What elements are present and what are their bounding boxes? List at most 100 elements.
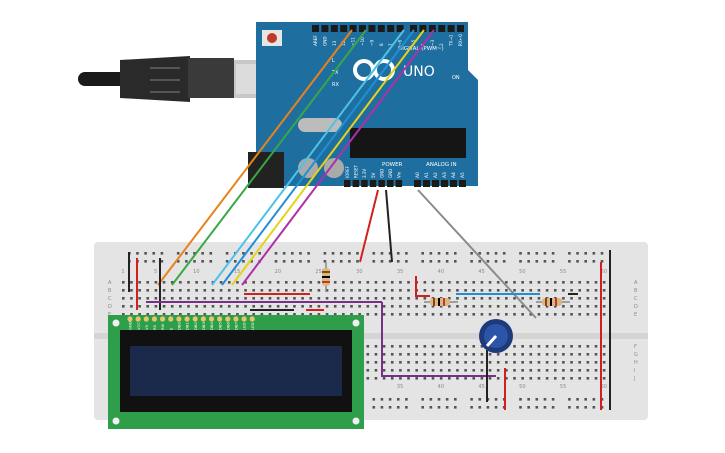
breadboard-hole[interactable] <box>553 289 557 292</box>
lcd-pin[interactable] <box>127 316 133 322</box>
breadboard-hole[interactable] <box>423 305 427 308</box>
breadboard-hole[interactable] <box>521 297 524 300</box>
breadboard-hole[interactable] <box>382 353 386 356</box>
breadboard-hole[interactable] <box>317 313 321 316</box>
rail-hole[interactable] <box>388 406 392 409</box>
rail-hole[interactable] <box>535 406 539 409</box>
breadboard-hole[interactable] <box>448 297 451 300</box>
rail-hole[interactable] <box>584 260 587 263</box>
rail-hole[interactable] <box>372 252 376 255</box>
breadboard-hole[interactable] <box>513 345 516 348</box>
breadboard-hole[interactable] <box>423 281 427 284</box>
rail-hole[interactable] <box>494 398 498 401</box>
breadboard-hole[interactable] <box>521 361 524 364</box>
breadboard-hole[interactable] <box>236 297 239 300</box>
breadboard-hole[interactable] <box>154 305 158 308</box>
breadboard-hole[interactable] <box>562 305 565 308</box>
breadboard-hole[interactable] <box>488 369 492 372</box>
breadboard-hole[interactable] <box>562 313 565 316</box>
breadboard-hole[interactable] <box>513 369 516 372</box>
breadboard-hole[interactable] <box>537 305 541 308</box>
breadboard-hole[interactable] <box>244 289 247 292</box>
breadboard-hole[interactable] <box>562 377 565 380</box>
rail-hole[interactable] <box>437 260 441 263</box>
rail-hole[interactable] <box>551 398 555 401</box>
rail-hole[interactable] <box>454 260 457 263</box>
breadboard-hole[interactable] <box>594 361 598 364</box>
breadboard-hole[interactable] <box>407 369 410 372</box>
rail-hole[interactable] <box>535 398 539 401</box>
breadboard-hole[interactable] <box>317 305 321 308</box>
rail-hole[interactable] <box>274 252 278 255</box>
breadboard-hole[interactable] <box>358 313 361 316</box>
breadboard-hole[interactable] <box>586 353 590 356</box>
breadboard-hole[interactable] <box>529 313 533 316</box>
breadboard-hole[interactable] <box>390 297 394 300</box>
breadboard-hole[interactable] <box>358 281 361 284</box>
breadboard-hole[interactable] <box>545 313 549 316</box>
breadboard-hole[interactable] <box>130 289 133 292</box>
breadboard-hole[interactable] <box>496 305 500 308</box>
breadboard-hole[interactable] <box>195 297 198 300</box>
breadboard-hole[interactable] <box>513 289 516 292</box>
breadboard-hole[interactable] <box>382 289 386 292</box>
rail-hole[interactable] <box>185 260 188 263</box>
breadboard-hole[interactable] <box>513 377 516 380</box>
rail-hole[interactable] <box>429 398 433 401</box>
breadboard-hole[interactable] <box>227 313 231 316</box>
breadboard-hole[interactable] <box>553 353 557 356</box>
breadboard-hole[interactable] <box>366 313 370 316</box>
rail-hole[interactable] <box>535 252 539 255</box>
breadboard-hole[interactable] <box>203 297 207 300</box>
analog-pin[interactable] <box>432 180 439 187</box>
breadboard-hole[interactable] <box>456 281 459 284</box>
rail-hole[interactable] <box>576 406 579 409</box>
breadboard-hole[interactable] <box>122 313 125 316</box>
breadboard-hole[interactable] <box>130 305 133 308</box>
breadboard-hole[interactable] <box>505 305 508 308</box>
breadboard-hole[interactable] <box>529 361 533 364</box>
rail-hole[interactable] <box>421 252 424 255</box>
breadboard-hole[interactable] <box>399 289 402 292</box>
breadboard-hole[interactable] <box>366 369 370 372</box>
breadboard-hole[interactable] <box>529 345 533 348</box>
breadboard-hole[interactable] <box>513 305 516 308</box>
rail-hole[interactable] <box>478 260 482 263</box>
breadboard-hole[interactable] <box>423 369 427 372</box>
breadboard-hole[interactable] <box>350 297 353 300</box>
breadboard-hole[interactable] <box>276 305 280 308</box>
breadboard-hole[interactable] <box>431 289 435 292</box>
breadboard-hole[interactable] <box>219 281 223 284</box>
breadboard-hole[interactable] <box>260 297 264 300</box>
breadboard-hole[interactable] <box>472 281 476 284</box>
breadboard-hole[interactable] <box>382 305 386 308</box>
rail-hole[interactable] <box>209 252 213 255</box>
breadboard-hole[interactable] <box>285 281 288 284</box>
breadboard-hole[interactable] <box>301 305 304 308</box>
breadboard-hole[interactable] <box>545 281 549 284</box>
breadboard-hole[interactable] <box>439 345 443 348</box>
breadboard-hole[interactable] <box>162 289 166 292</box>
breadboard-hole[interactable] <box>350 313 353 316</box>
rail-hole[interactable] <box>380 252 384 255</box>
breadboard-hole[interactable] <box>154 313 158 316</box>
breadboard-hole[interactable] <box>170 281 174 284</box>
breadboard-hole[interactable] <box>480 281 484 284</box>
breadboard-hole[interactable] <box>602 297 606 300</box>
power-pin[interactable] <box>344 180 351 187</box>
breadboard-hole[interactable] <box>448 281 451 284</box>
rail-hole[interactable] <box>568 398 571 401</box>
breadboard-hole[interactable] <box>244 297 247 300</box>
breadboard-hole[interactable] <box>415 345 418 348</box>
breadboard-hole[interactable] <box>488 297 492 300</box>
rail-hole[interactable] <box>470 260 473 263</box>
digital-pin[interactable] <box>349 25 357 32</box>
breadboard-hole[interactable] <box>122 297 125 300</box>
breadboard-hole[interactable] <box>399 377 402 380</box>
breadboard-hole[interactable] <box>505 369 508 372</box>
breadboard-hole[interactable] <box>570 305 573 308</box>
digital-pin[interactable] <box>387 25 395 32</box>
rail-hole[interactable] <box>454 252 457 255</box>
breadboard-hole[interactable] <box>390 305 394 308</box>
breadboard-hole[interactable] <box>276 289 280 292</box>
